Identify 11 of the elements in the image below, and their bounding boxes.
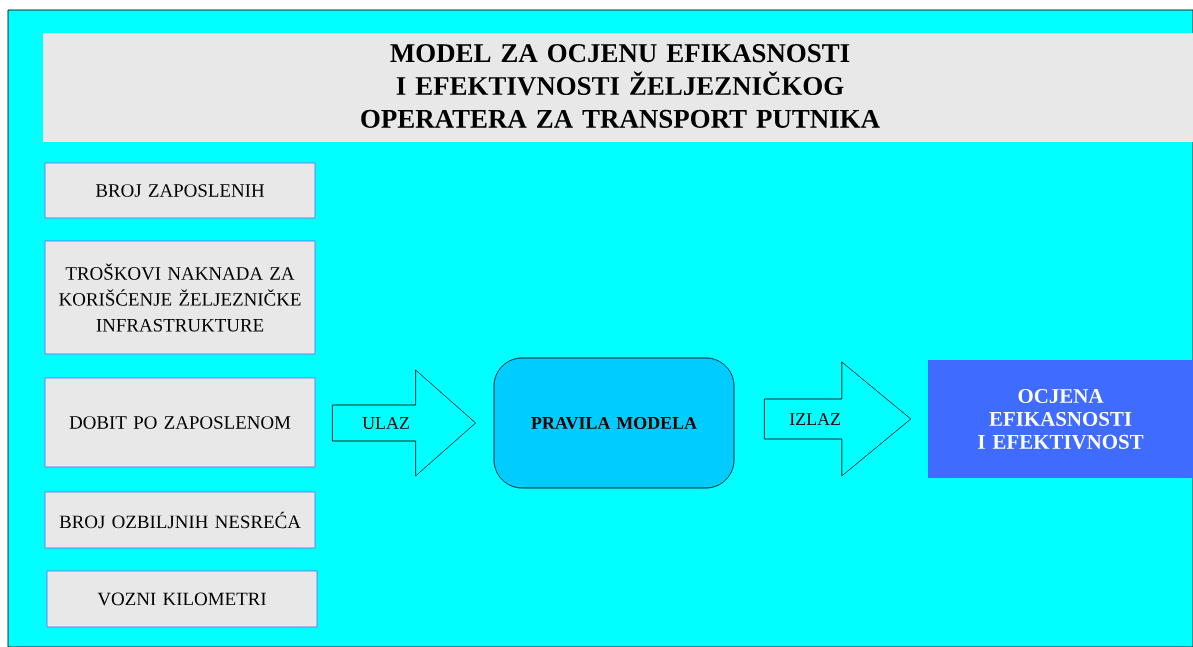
input-box: VOZNI KILOMETRI [46,570,318,628]
input-box: BROJ OZBILJNIH NESREĆA [44,491,316,549]
block-arrow [764,361,912,477]
edge-label: IZLAZ [788,412,842,426]
input-box: TROŠKOVI NAKNADA ZA KORIŠĆENJE ŽELJEZNIČKE INFRASTRUKTURE [44,240,316,355]
result-box: OCJENA EFIKASNOSTI I EFEKTIVNOST [928,360,1193,478]
input-box: DOBIT PO ZAPOSLENOM [44,377,316,468]
process-box: PRAVILA MODELA [493,357,735,489]
block-arrow [332,369,476,477]
title-band: MODEL ZA OCJENU EFIKASNOSTI I EFEKTIVNOSTI ŽELJEZNIČKOG OPERATERA ZA TRANSPORT PUTNIKA [43,33,1193,142]
input-box: BROJ ZAPOSLENIH [44,162,316,219]
